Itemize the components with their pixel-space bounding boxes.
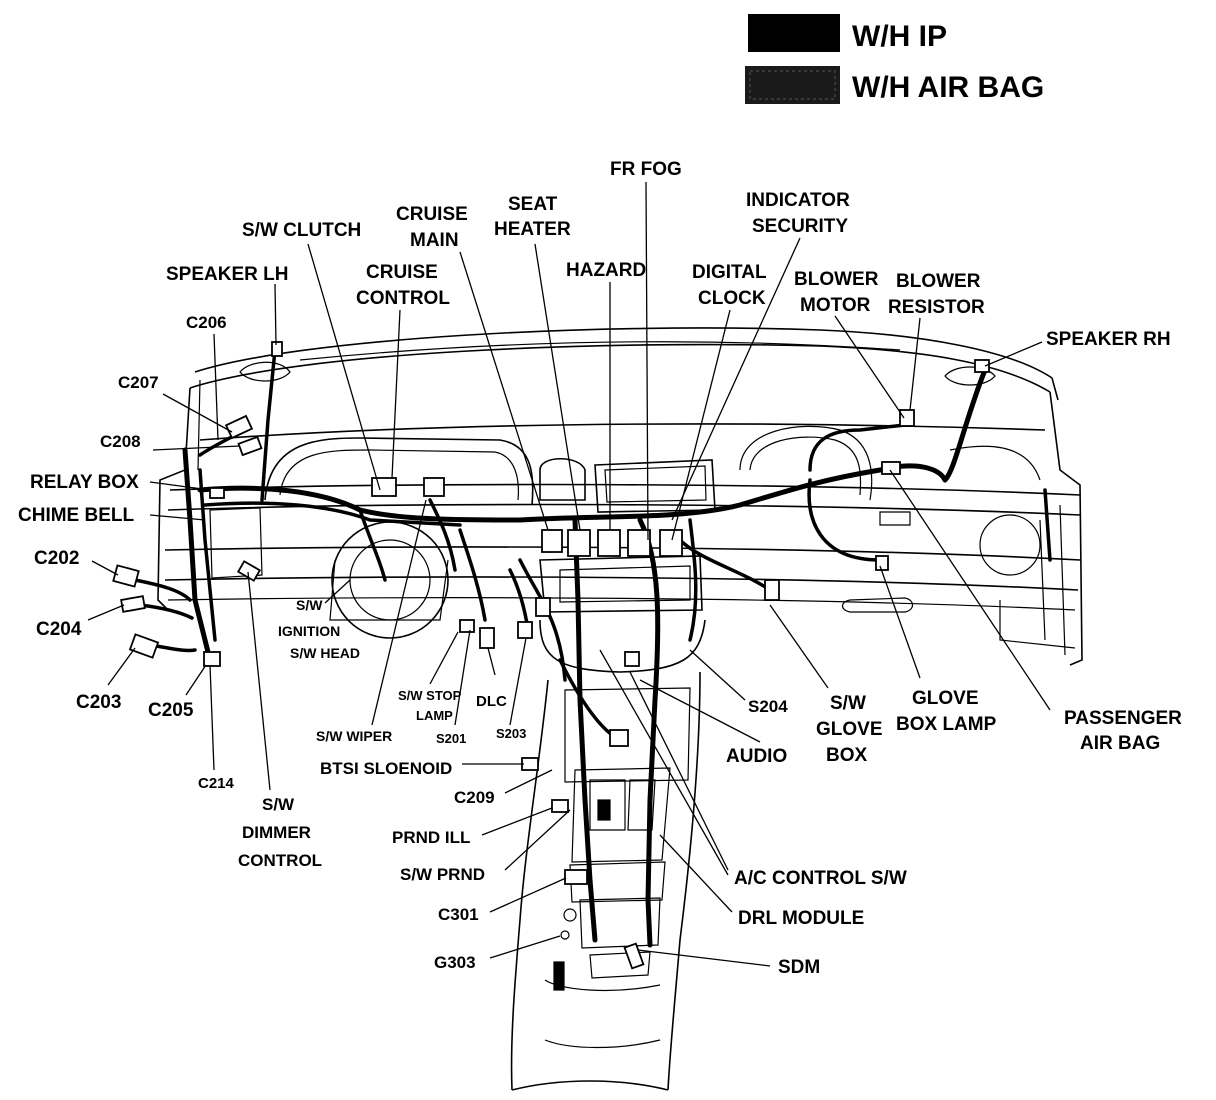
label-sw-stop-lamp-1: S/W STOP	[398, 688, 462, 703]
label-g303: G303	[434, 953, 476, 972]
label-ac-control: A/C CONTROL S/W	[734, 868, 907, 889]
label-c205: C205	[148, 700, 194, 721]
label-c301: C301	[438, 905, 479, 924]
label-cruise-main-2: MAIN	[410, 230, 459, 251]
label-sw-stop-lamp-2: LAMP	[416, 708, 453, 723]
label-sw-ignition-1: S/W	[296, 597, 323, 613]
label-security: SECURITY	[752, 216, 848, 237]
label-clock: CLOCK	[698, 288, 766, 309]
label-sw-ignition-2: IGNITION	[278, 623, 340, 639]
label-c203: C203	[76, 692, 121, 713]
label-sdm: SDM	[778, 957, 820, 978]
label-sw-wiper: S/W WIPER	[316, 728, 392, 744]
leader-lines	[87, 181, 1051, 967]
label-cruise-main-1: CRUISE	[396, 204, 468, 225]
legend-label-wh-ip: W/H IP	[852, 20, 947, 53]
label-dimmer-1: S/W	[262, 795, 295, 814]
label-sw-glove-2: GLOVE	[816, 719, 883, 740]
label-passenger-air-bag-2: AIR BAG	[1080, 733, 1160, 754]
label-c204: C204	[36, 619, 82, 640]
label-blower-resistor-2: RESISTOR	[888, 297, 985, 318]
label-s204: S204	[748, 697, 788, 716]
label-passenger-air-bag-1: PASSENGER	[1064, 708, 1182, 729]
label-sw-glove-1: S/W	[830, 693, 866, 714]
label-glove-box-lamp-2: BOX LAMP	[896, 714, 997, 735]
legend-swatch-wh-ip	[748, 14, 840, 52]
label-c209: C209	[454, 788, 495, 807]
label-c208: C208	[100, 432, 141, 451]
label-sw-ignition-3: S/W HEAD	[290, 645, 360, 661]
label-hazard: HAZARD	[566, 260, 646, 281]
label-cruise-control-2: CONTROL	[356, 288, 450, 309]
label-c207: C207	[118, 373, 159, 392]
label-fr-fog: FR FOG	[610, 159, 682, 180]
label-relay-box: RELAY BOX	[30, 472, 139, 493]
center-console-outline	[510, 671, 701, 1091]
label-sw-glove-3: BOX	[826, 745, 868, 766]
label-speaker-lh: SPEAKER LH	[166, 264, 288, 285]
label-sw-prnd: S/W PRND	[400, 865, 485, 884]
legend-swatch-wh-air-bag	[745, 66, 840, 104]
label-prnd-ill: PRND ILL	[392, 828, 470, 847]
label-audio: AUDIO	[726, 746, 787, 767]
label-glove-box-lamp-1: GLOVE	[912, 688, 979, 709]
label-heater: HEATER	[494, 219, 571, 240]
label-cruise-control-1: CRUISE	[366, 262, 438, 283]
connectors	[112, 341, 990, 991]
label-indicator: INDICATOR	[746, 190, 850, 211]
label-digital: DIGITAL	[692, 262, 767, 283]
legend: W/H IP W/H AIR BAG	[745, 14, 1044, 104]
label-s203: S203	[496, 726, 526, 741]
label-sw-clutch: S/W CLUTCH	[242, 220, 361, 241]
dashboard-outline	[157, 327, 1083, 673]
label-blower-motor-1: BLOWER	[794, 269, 879, 290]
label-dimmer-3: CONTROL	[238, 851, 322, 870]
label-blower-resistor-1: BLOWER	[896, 271, 981, 292]
legend-label-wh-air-bag: W/H AIR BAG	[852, 71, 1044, 104]
label-c202: C202	[34, 548, 79, 569]
label-dlc: DLC	[476, 693, 507, 710]
label-dimmer-2: DIMMER	[242, 823, 311, 842]
label-btsi-solenoid: BTSI SLOENOID	[320, 759, 452, 778]
label-s201: S201	[436, 731, 466, 746]
label-c214: C214	[198, 775, 235, 792]
label-speaker-rh: SPEAKER RH	[1046, 329, 1171, 350]
label-chime-bell: CHIME BELL	[18, 505, 135, 526]
label-seat: SEAT	[508, 194, 558, 215]
component-labels: FR FOG INDICATOR SECURITY SEAT HEATER CR…	[18, 159, 1182, 978]
label-c206: C206	[186, 313, 227, 332]
label-drl-module: DRL MODULE	[738, 908, 864, 929]
label-blower-motor-2: MOTOR	[800, 295, 871, 316]
